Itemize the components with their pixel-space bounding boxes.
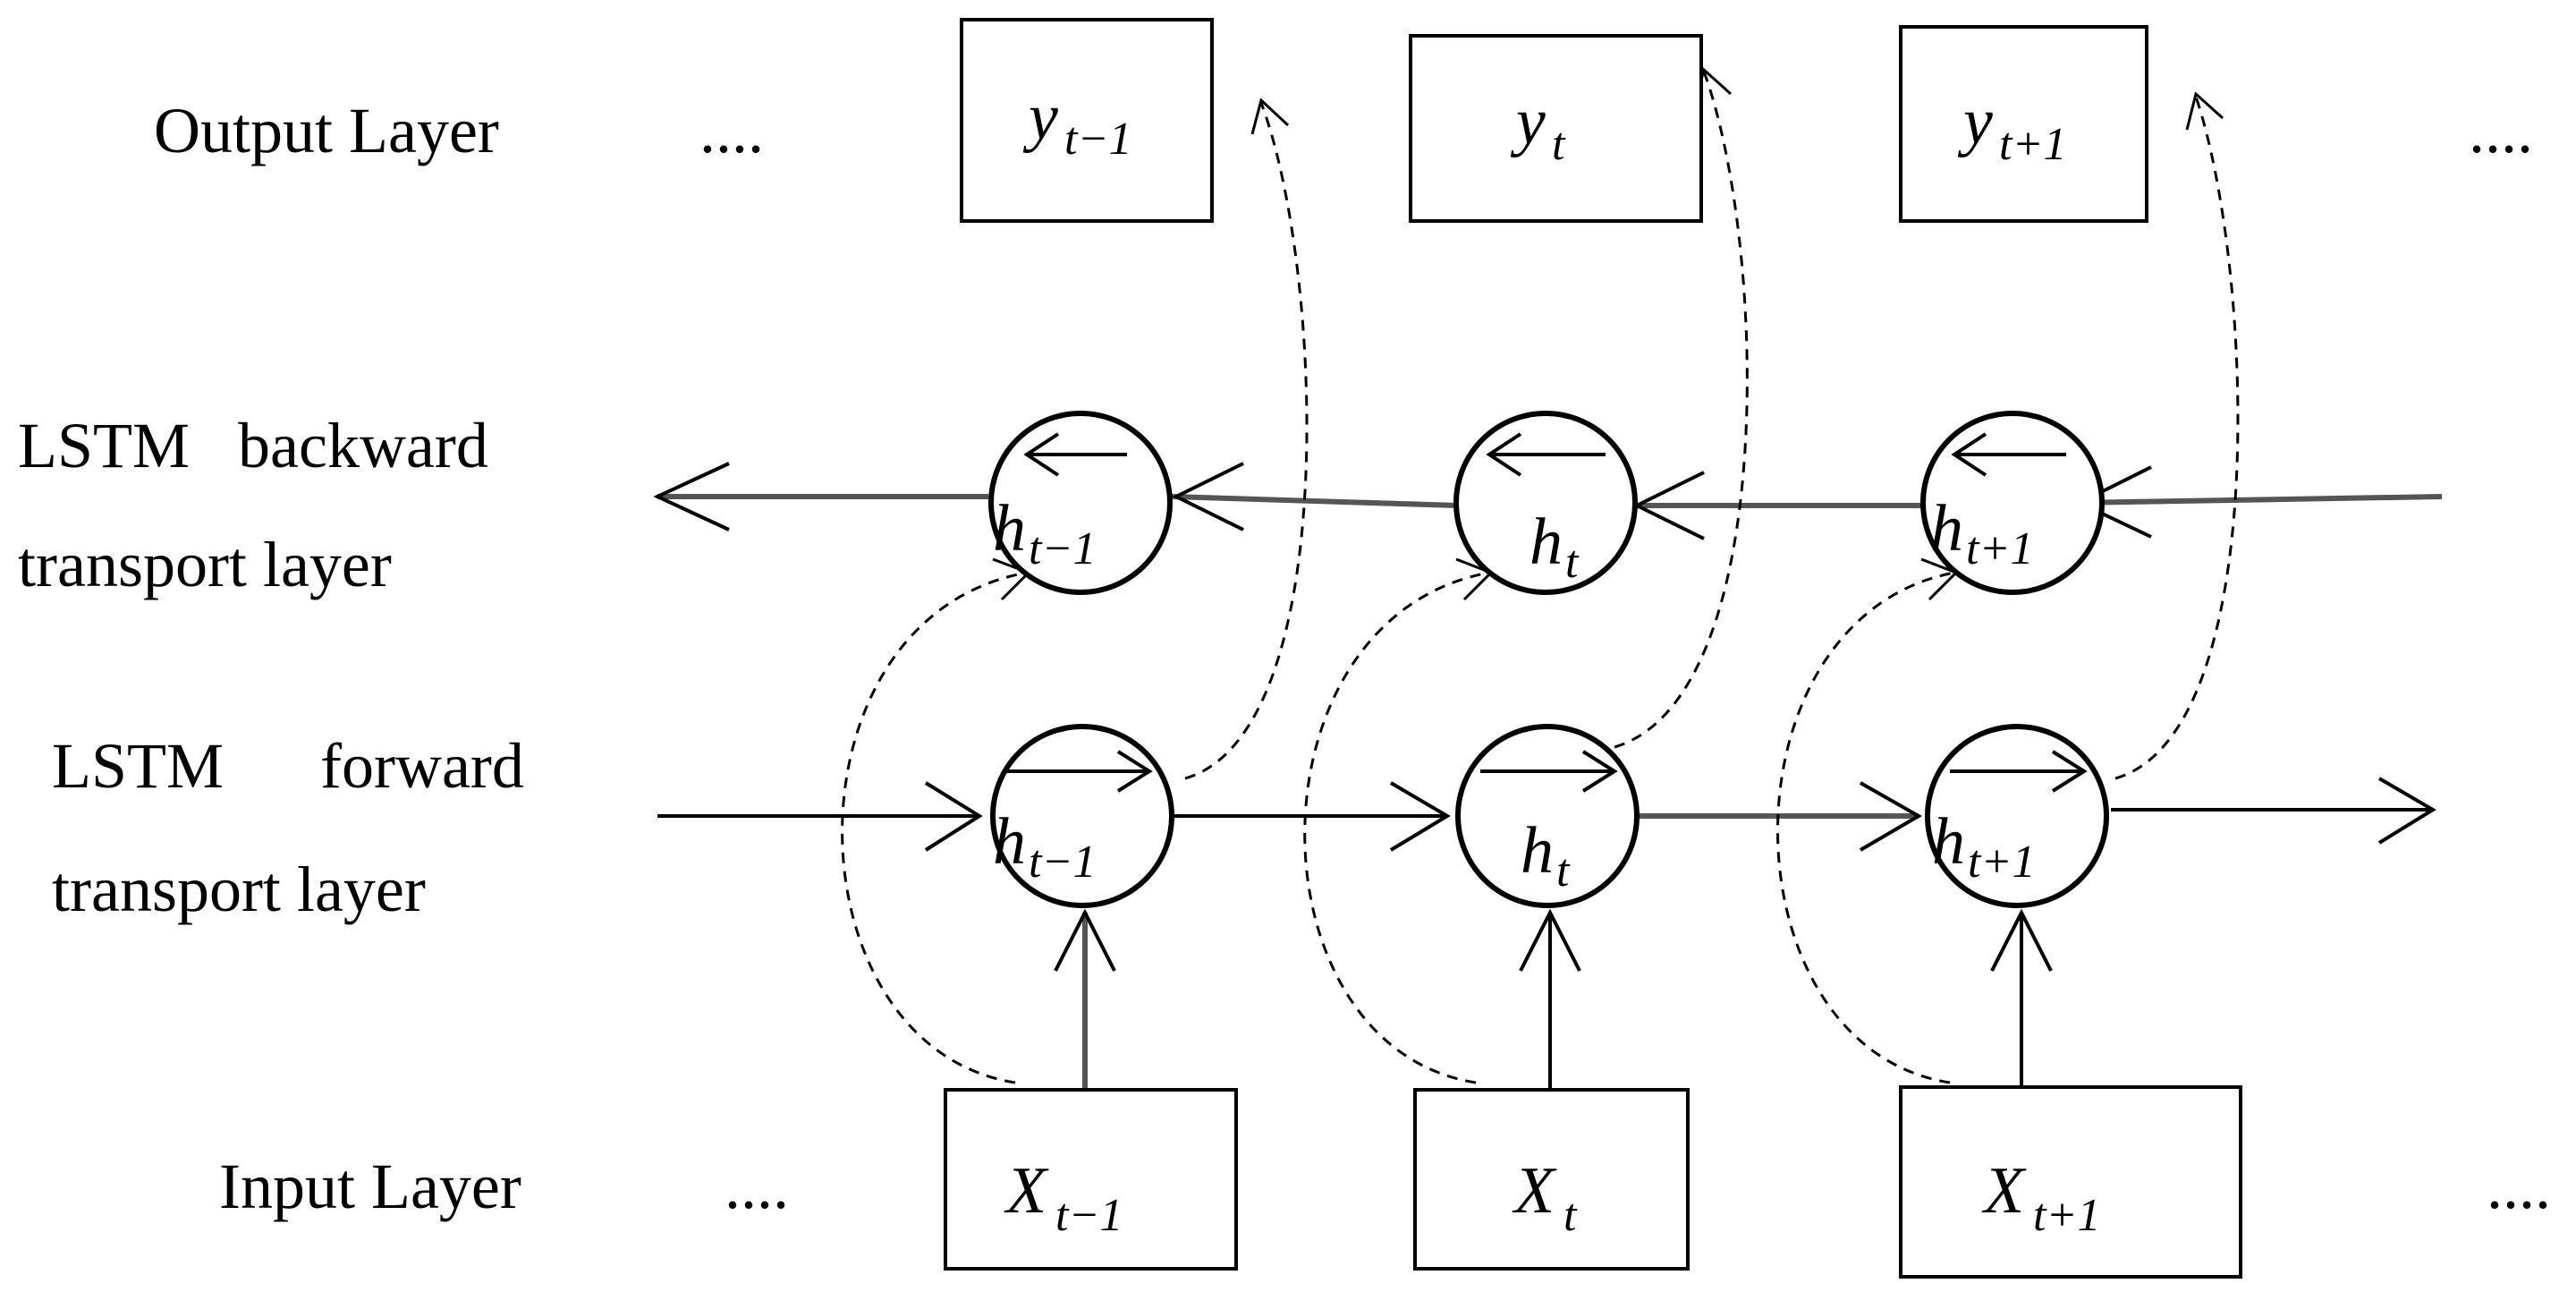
output-ellipsis-right: ....	[2469, 95, 2533, 166]
forward-layer-label-line1: LSTM forward	[52, 730, 524, 802]
output-symbol: y	[1957, 85, 1993, 158]
hidden-symbol: h	[993, 805, 1026, 879]
hidden-symbol: h	[1932, 805, 1965, 879]
output-symbol: y	[1510, 85, 1546, 158]
hidden-subscript: t+1	[1968, 837, 2036, 888]
input-symbol: X	[1981, 1154, 2027, 1228]
hidden-symbol: h	[1930, 492, 1963, 565]
arrowhead	[1389, 781, 1451, 852]
hidden-subscript: t	[1565, 537, 1580, 588]
input-box-0: X t−1	[944, 1088, 1238, 1271]
input-ellipsis-left: ....	[724, 1151, 789, 1222]
arrowhead	[924, 781, 983, 852]
input-subscript: t−1	[1055, 1190, 1123, 1241]
input-to-backward-2	[1776, 571, 1955, 1084]
input-box-2: X t+1	[1899, 1085, 2242, 1279]
input-subscript: t+1	[2033, 1190, 2101, 1241]
output-subscript: t−1	[1064, 114, 1132, 165]
arrowhead	[1250, 98, 1290, 135]
arrowhead	[1054, 908, 1116, 972]
arrowhead	[1859, 781, 1923, 852]
forward-to-output-0	[1184, 102, 1309, 780]
forward-node-2: h t+1	[1925, 724, 2109, 908]
input-subscript: t	[1563, 1190, 1578, 1241]
arrowhead	[1990, 908, 2053, 972]
forward-node-0: h t−1	[990, 724, 1174, 908]
arrowhead	[2377, 777, 2436, 845]
input-layer-label: Input Layer	[219, 1151, 521, 1222]
hidden-symbol: h	[1530, 506, 1563, 579]
forward-layer-label-line2: transport layer	[52, 854, 426, 925]
hidden-subscript: t+1	[1966, 523, 2034, 574]
input-symbol: X	[1512, 1154, 1557, 1228]
input-symbol: X	[1004, 1154, 1049, 1228]
arrowhead	[653, 462, 730, 531]
input-to-backward-1	[1303, 571, 1490, 1084]
output-box-2: y t+1	[1899, 25, 2148, 223]
arrowhead	[2185, 91, 2224, 131]
backward-layer-label-line2: transport layer	[18, 529, 392, 600]
backward-edge-in	[2074, 494, 2443, 506]
output-layer-label: Output Layer	[154, 95, 499, 166]
output-subscript: t	[1552, 119, 1566, 170]
forward-to-output-1	[1614, 71, 1749, 749]
backward-node-2: h t+1	[1920, 411, 2105, 595]
hidden-symbol: h	[993, 492, 1026, 565]
output-subscript: t+1	[1999, 119, 2067, 170]
backward-layer-label-line1: LSTM backward	[18, 410, 488, 481]
input-to-backward-0	[841, 571, 1028, 1084]
output-box-1: y t	[1409, 34, 1703, 223]
backward-node-1: h t	[1453, 411, 1638, 595]
forward-node-1: h t	[1455, 724, 1640, 908]
input-ellipsis-right: ....	[2487, 1151, 2551, 1222]
backward-node-0: h t−1	[988, 411, 1173, 595]
output-ellipsis-left: ....	[699, 95, 764, 166]
output-symbol: y	[1022, 81, 1058, 154]
hidden-subscript: t−1	[1029, 837, 1097, 888]
hidden-subscript: t−1	[1029, 523, 1097, 574]
output-box-0: y t−1	[960, 18, 1214, 223]
hidden-subscript: t	[1556, 846, 1571, 897]
hidden-symbol: h	[1521, 814, 1554, 888]
input-box-1: X t	[1413, 1088, 1690, 1271]
arrowhead	[1519, 908, 1581, 972]
arrowhead	[1172, 462, 1244, 531]
backward-edge-1-0	[1171, 494, 1459, 508]
